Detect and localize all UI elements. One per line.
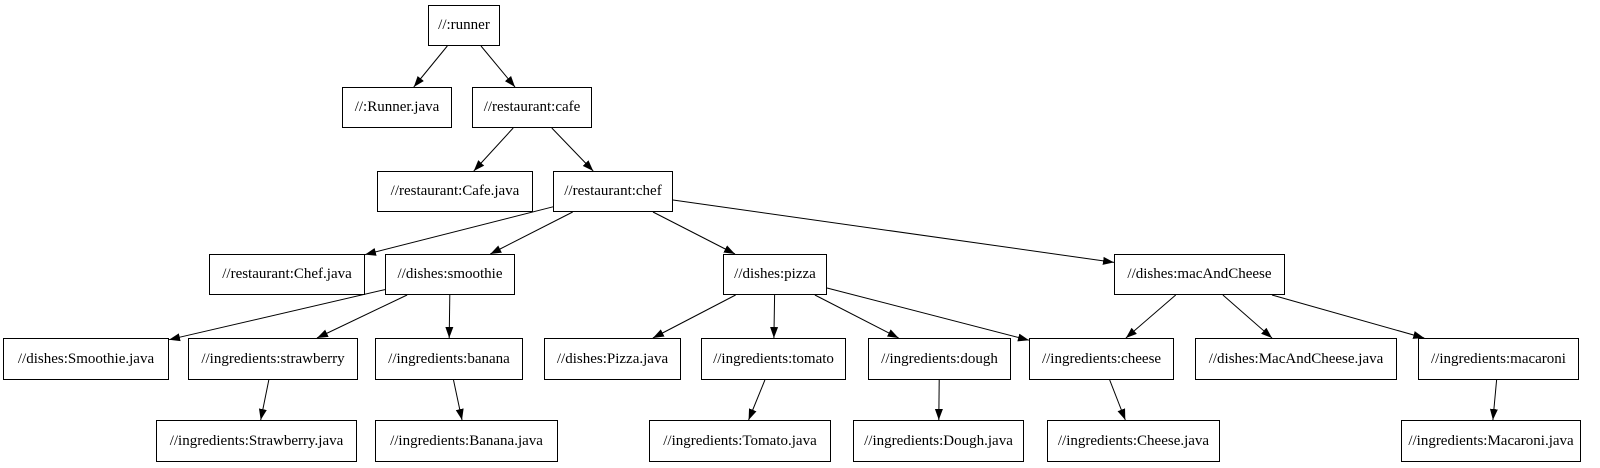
edge-macandcheese-to-cheese [1125, 294, 1177, 339]
edge-cheese-to-cheese_java [1109, 379, 1126, 421]
edge-pizza-to-tomato [770, 294, 779, 339]
node-tomato_java: //ingredients:Tomato.java [649, 420, 831, 462]
node-runner: //:runner [428, 5, 500, 46]
edge-smoothie-to-banana [445, 294, 454, 339]
node-pizza_java: //dishes:Pizza.java [544, 338, 681, 380]
node-label: //dishes:Smoothie.java [17, 350, 155, 367]
node-label: //:runner [438, 17, 490, 33]
node-label: //ingredients:macaroni [1431, 350, 1566, 367]
node-dough_java: //ingredients:Dough.java [853, 420, 1024, 462]
node-label: //dishes:smoothie [397, 266, 503, 282]
node-macandcheese: //dishes:macAndCheese [1114, 254, 1285, 295]
node-smoothie_java: //dishes:Smoothie.java [3, 338, 169, 380]
node-label: //ingredients:Strawberry.java [169, 432, 344, 449]
node-tomato: //ingredients:tomato [701, 338, 846, 380]
edge-macandcheese-to-macandcheese_java [1222, 294, 1273, 339]
node-banana: //ingredients:banana [375, 338, 523, 380]
node-cafe: //restaurant:cafe [472, 87, 592, 128]
node-smoothie: //dishes:smoothie [385, 254, 515, 295]
node-strawberry: //ingredients:strawberry [188, 338, 358, 380]
node-label: //ingredients:cheese [1041, 350, 1162, 367]
node-label: //ingredients:Cheese.java [1057, 432, 1210, 449]
node-macandcheese_java: //dishes:MacAndCheese.java [1195, 338, 1397, 380]
node-cafe_java: //restaurant:Cafe.java [377, 171, 533, 212]
node-label: //ingredients:banana [388, 350, 510, 367]
node-cheese: //ingredients:cheese [1029, 338, 1174, 380]
node-chef_java: //restaurant:Chef.java [209, 254, 365, 295]
node-banana_java: //ingredients:Banana.java [375, 420, 558, 462]
edge-pizza-to-pizza_java [652, 294, 736, 339]
node-label: //dishes:MacAndCheese.java [1208, 350, 1384, 367]
node-label: //:Runner.java [354, 99, 440, 115]
node-label: //ingredients:strawberry [201, 350, 345, 367]
edge-macaroni-to-macaroni_java [1489, 379, 1498, 421]
node-macaroni_java: //ingredients:Macaroni.java [1401, 420, 1581, 462]
node-label: //dishes:Pizza.java [556, 350, 669, 367]
edge-runner-to-cafe [480, 45, 516, 88]
node-label: //ingredients:Macaroni.java [1408, 432, 1574, 449]
node-label: //dishes:pizza [734, 266, 816, 282]
node-pizza: //dishes:pizza [723, 254, 827, 295]
edge-strawberry-to-strawberry_java [258, 379, 270, 421]
edge-chef-to-macandcheese [672, 199, 1115, 265]
node-label: //restaurant:Cafe.java [390, 183, 520, 199]
edge-chef-to-chef_java [364, 206, 554, 256]
edge-smoothie-to-strawberry [316, 294, 408, 339]
node-cheese_java: //ingredients:Cheese.java [1047, 420, 1220, 462]
edge-banana-to-banana_java [453, 379, 464, 421]
node-label: //restaurant:cafe [483, 99, 581, 115]
node-dough: //ingredients:dough [868, 338, 1011, 380]
node-label: //restaurant:chef [564, 183, 662, 199]
edge-runner-to-runner_java [413, 45, 448, 88]
node-label: //ingredients:Banana.java [390, 432, 543, 449]
node-label: //ingredients:Tomato.java [663, 432, 817, 449]
node-label: //dishes:macAndCheese [1127, 266, 1272, 282]
node-strawberry_java: //ingredients:Strawberry.java [156, 420, 357, 462]
edge-cafe-to-chef [551, 127, 594, 172]
node-label: //restaurant:Chef.java [222, 266, 352, 282]
node-label: //ingredients:dough [881, 350, 998, 367]
node-macaroni: //ingredients:macaroni [1418, 338, 1579, 380]
node-chef: //restaurant:chef [553, 171, 673, 212]
edge-pizza-to-dough [814, 294, 899, 339]
node-runner_java: //:Runner.java [342, 87, 452, 128]
edge-macandcheese-to-macaroni [1271, 294, 1425, 339]
edge-cafe-to-cafe_java [473, 127, 514, 172]
edge-smoothie-to-smoothie_java [168, 289, 386, 342]
node-label: //ingredients:Dough.java [864, 432, 1013, 449]
edge-group [168, 45, 1498, 421]
edge-pizza-to-cheese [826, 287, 1030, 342]
edge-chef-to-pizza [652, 211, 736, 255]
edge-chef-to-smoothie [490, 211, 573, 255]
edge-tomato-to-tomato_java [748, 379, 766, 421]
node-label: //ingredients:tomato [713, 350, 834, 367]
